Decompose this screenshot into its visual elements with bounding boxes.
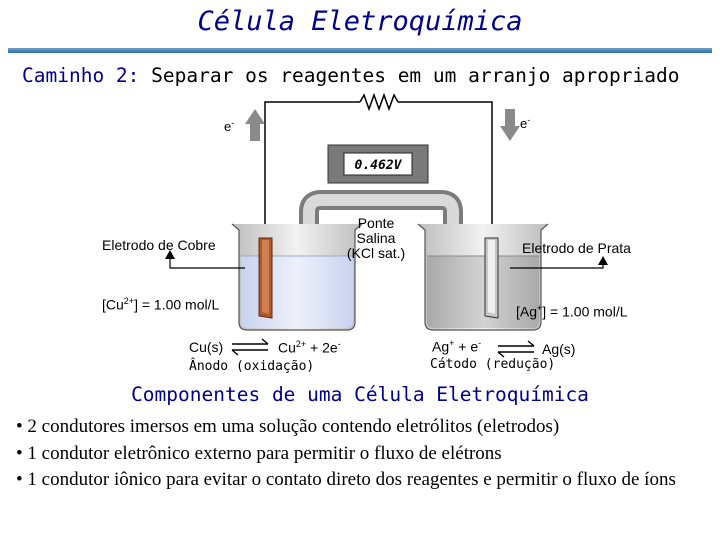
copper-electrode-label: Eletrodo de Cobre — [102, 237, 216, 253]
anode-reactant: Cu(s) — [189, 339, 224, 355]
components-list: • 2 condutores imersos em uma solução co… — [16, 414, 716, 494]
electron-arrow-left — [245, 109, 265, 141]
salt-bridge-line3: (KCl sat.) — [346, 245, 406, 261]
callout-silver-arrow — [598, 256, 608, 265]
copper-electrode — [258, 237, 273, 319]
cathode-label: Cátodo (redução) — [430, 357, 556, 372]
salt-bridge-label: Ponte Salina (KCl sat.) — [336, 216, 416, 261]
cathode-product: Ag(s) — [542, 341, 576, 357]
silver-concentration: [Ag+] = 1.00 mol/L — [516, 303, 628, 320]
electron-arrow-right — [500, 109, 520, 141]
subtitle-highlight: Caminho 2: — [22, 64, 140, 87]
beaker-right — [417, 223, 549, 331]
external-wire — [264, 101, 493, 238]
resistor-icon — [359, 92, 399, 112]
list-item: • 2 condutores imersos em uma solução co… — [16, 416, 560, 437]
equilibrium-arrow-right — [497, 340, 535, 358]
components-heading: Componentes de uma Célula Eletroquímica — [131, 383, 589, 406]
anode-products: Cu2+ + 2e- — [278, 339, 341, 356]
electron-label-left: e- — [224, 118, 234, 134]
list-item: • 1 condutor iônico para evitar o contat… — [16, 469, 676, 490]
salt-bridge — [299, 190, 463, 278]
silver-electrode — [484, 237, 499, 319]
electrochemical-cell-diagram: e- e- 0.462V — [165, 92, 608, 358]
list-item: • 1 condutor eletrônico externo para per… — [16, 442, 502, 464]
electron-label-right: e- — [520, 115, 530, 131]
voltmeter-display: 0.462V — [355, 158, 403, 173]
salt-bridge-line2: Salina — [356, 230, 396, 246]
anode-label: Ânodo (oxidação) — [189, 359, 315, 374]
silver-electrode-label: Eletrodo de Prata — [522, 240, 631, 256]
voltmeter: 0.462V — [327, 144, 429, 184]
salt-bridge-line1: Ponte — [357, 215, 395, 231]
subtitle: Caminho 2: Separar os reagentes em um ar… — [22, 64, 679, 87]
equilibrium-arrow-left — [231, 338, 269, 356]
callout-copper-arrow — [165, 250, 175, 259]
copper-concentration: [Cu2+] = 1.00 mol/L — [102, 296, 220, 313]
cathode-reactants: Ag+ + e- — [432, 338, 482, 355]
subtitle-text: Separar os reagentes em um arranjo aprop… — [151, 64, 680, 87]
page-title: Célula Eletroquímica — [197, 6, 523, 37]
callout-copper — [169, 256, 245, 269]
title-divider — [8, 48, 712, 53]
